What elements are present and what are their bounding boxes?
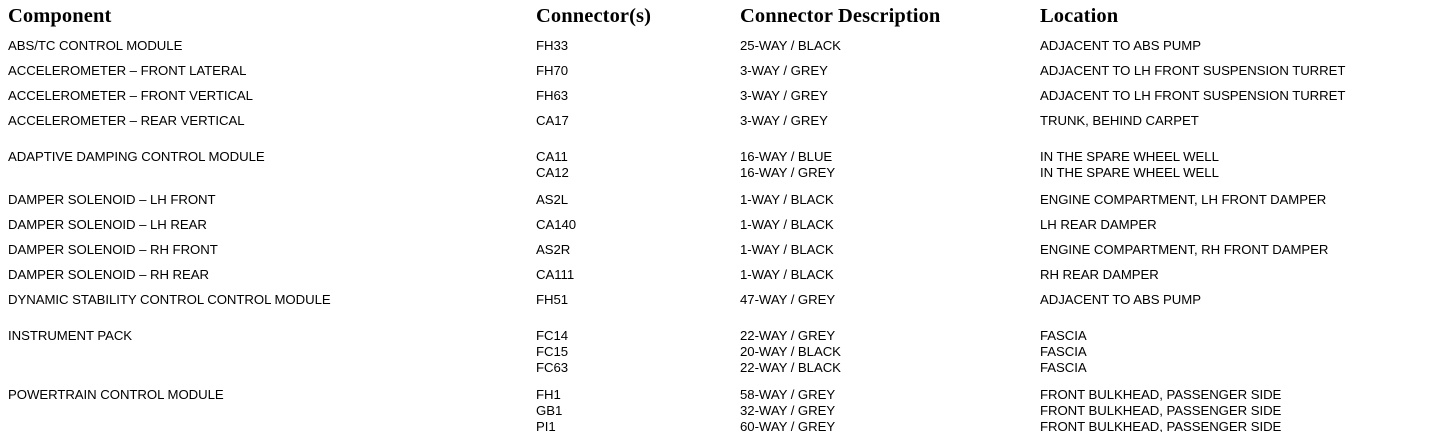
cell-connector: FC14 (536, 328, 569, 343)
cell-description: 16-WAY / GREY (740, 165, 836, 180)
table-row: ACCELEROMETER – FRONT VERTICAL FH63 3-WAY … (0, 88, 1440, 113)
cell-description: 22-WAY / GREY (740, 328, 836, 343)
cell-connector: CA11 (536, 149, 568, 164)
cell-location: ENGINE COMPARTMENT, LH FRONT DAMPER (1040, 192, 1327, 207)
cell-description: 32-WAY / GREY (740, 403, 836, 418)
cell-connector: CA140 (536, 217, 577, 232)
cell-location: ADJACENT TO LH FRONT SUSPENSION TURRET (1040, 88, 1346, 103)
table-row-line: GB1 32-WAY / GREY FRONT BULKHEAD, PASSENGE… (0, 403, 1440, 419)
cell-connector: PI1 (536, 419, 556, 432)
table-row-line: ABS/TC CONTROL MODULE FH33 25-WAY / BLACK A… (0, 38, 1440, 63)
column-header-location: Location (1040, 5, 1119, 27)
table-row-line: DAMPER SOLENOID – RH REAR CA111 1-WAY / BL… (0, 267, 1440, 292)
cell-connector: FH70 (536, 63, 569, 78)
cell-component: ADAPTIVE DAMPING CONTROL MODULE (8, 149, 265, 164)
table-row: POWERTRAIN CONTROL MODULE FH1 58-WAY / GRE… (0, 387, 1440, 432)
cell-description: 3-WAY / GREY (740, 113, 828, 128)
cell-location: FASCIA (1040, 360, 1087, 375)
table-row: DAMPER SOLENOID – RH FRONT AS2R 1-WAY / BL… (0, 242, 1440, 267)
cell-component: DAMPER SOLENOID – RH REAR (8, 267, 209, 282)
table-row: DAMPER SOLENOID – LH FRONT AS2L 1-WAY / BL… (0, 192, 1440, 217)
cell-description: 3-WAY / GREY (740, 63, 828, 78)
cell-location: ENGINE COMPARTMENT, RH FRONT DAMPER (1040, 242, 1329, 257)
cell-component: ACCELEROMETER – FRONT LATERAL (8, 63, 247, 78)
cell-location: ADJACENT TO ABS PUMP (1040, 292, 1201, 307)
table-row: DYNAMIC STABILITY CONTROL CONTROL MODULE… (0, 292, 1440, 317)
cell-connector: FC15 (536, 344, 569, 359)
cell-connector: FH1 (536, 387, 561, 402)
cell-location: RH REAR DAMPER (1040, 267, 1159, 282)
table-row: DAMPER SOLENOID – RH REAR CA111 1-WAY / BL… (0, 267, 1440, 292)
cell-location: ADJACENT TO ABS PUMP (1040, 38, 1201, 53)
table-row-line: INSTRUMENT PACK FC14 22-WAY / GREY FASCIA (0, 328, 1440, 344)
column-header-connector: Connector(s) (536, 5, 652, 27)
table-row-line: ACCELEROMETER – FRONT LATERAL FH70 3-WAY /… (0, 63, 1440, 88)
column-header-component: Component (8, 5, 112, 27)
cell-component: DAMPER SOLENOID – LH REAR (8, 217, 207, 232)
cell-description: 1-WAY / BLACK (740, 192, 834, 207)
cell-description: 1-WAY / BLACK (740, 217, 834, 232)
cell-description: 3-WAY / GREY (740, 88, 828, 103)
cell-description: 22-WAY / BLACK (740, 360, 841, 375)
table-row: ACCELEROMETER – REAR VERTICAL CA17 3-WAY /… (0, 113, 1440, 138)
cell-location: LH REAR DAMPER (1040, 217, 1157, 232)
cell-connector: FH51 (536, 292, 569, 307)
table-row: ACCELEROMETER – FRONT LATERAL FH70 3-WAY /… (0, 63, 1440, 88)
cell-location: TRUNK, BEHIND CARPET (1040, 113, 1199, 128)
table-row-line: DAMPER SOLENOID – RH FRONT AS2R 1-WAY / BL… (0, 242, 1440, 267)
table-row-line: DAMPER SOLENOID – LH FRONT AS2L 1-WAY / BL… (0, 192, 1440, 217)
cell-description: 1-WAY / BLACK (740, 242, 834, 257)
table-row-line: DYNAMIC STABILITY CONTROL CONTROL MODULE… (0, 292, 1440, 317)
cell-connector: GB1 (536, 403, 563, 418)
cell-connector: CA12 (536, 165, 569, 180)
cell-location: FRONT BULKHEAD, PASSENGER SIDE (1040, 419, 1282, 432)
cell-connector: FH33 (536, 38, 569, 53)
cell-location: FRONT BULKHEAD, PASSENGER SIDE (1040, 387, 1282, 402)
cell-component: INSTRUMENT PACK (8, 328, 133, 343)
cell-description: 60-WAY / GREY (740, 419, 836, 432)
cell-location: FRONT BULKHEAD, PASSENGER SIDE (1040, 403, 1282, 418)
cell-description: 25-WAY / BLACK (740, 38, 841, 53)
cell-component: DAMPER SOLENOID – LH FRONT (8, 192, 216, 207)
cell-component: DYNAMIC STABILITY CONTROL CONTROL MODULE (8, 292, 331, 307)
cell-location: IN THE SPARE WHEEL WELL (1040, 149, 1219, 164)
cell-connector: AS2R (536, 242, 571, 257)
table-row-line: DAMPER SOLENOID – LH REAR CA140 1-WAY / BL… (0, 217, 1440, 242)
table-row-line: ADAPTIVE DAMPING CONTROL MODULE CA11 16-WA… (0, 149, 1440, 165)
column-header-description: Connector Description (740, 5, 941, 27)
cell-description: 16-WAY / BLUE (740, 149, 833, 164)
cell-description: 47-WAY / GREY (740, 292, 836, 307)
table-row-line: ACCELEROMETER – REAR VERTICAL CA17 3-WAY /… (0, 113, 1440, 138)
table-row-line: ACCELEROMETER – FRONT VERTICAL FH63 3-WAY … (0, 88, 1440, 113)
table-row-line: POWERTRAIN CONTROL MODULE FH1 58-WAY / GRE… (0, 387, 1440, 403)
cell-connector: AS2L (536, 192, 569, 207)
cell-description: 58-WAY / GREY (740, 387, 836, 402)
cell-component: ACCELEROMETER – REAR VERTICAL (8, 113, 245, 128)
table-row-line: PI1 60-WAY / GREY FRONT BULKHEAD, PASSENGE… (0, 419, 1440, 432)
cell-location: FASCIA (1040, 328, 1087, 343)
cell-location: IN THE SPARE WHEEL WELL (1040, 165, 1219, 180)
table-row-line: CA12 16-WAY / GREY IN THE SPARE WHEEL WELL (0, 165, 1440, 181)
cell-connector: CA111 (536, 267, 575, 282)
cell-description: 1-WAY / BLACK (740, 267, 834, 282)
table-row: ADAPTIVE DAMPING CONTROL MODULE CA11 16-WA… (0, 149, 1440, 181)
table-header-row: Component Connector(s) Connector Descrip… (0, 4, 1440, 38)
cell-connector: FH63 (536, 88, 569, 103)
cell-connector: FC63 (536, 360, 569, 375)
cell-location: FASCIA (1040, 344, 1087, 359)
table-row: DAMPER SOLENOID – LH REAR CA140 1-WAY / BL… (0, 217, 1440, 242)
cell-connector: CA17 (536, 113, 569, 128)
cell-component: POWERTRAIN CONTROL MODULE (8, 387, 224, 402)
table-row-line: FC63 22-WAY / BLACK FASCIA (0, 360, 1440, 376)
cell-component: DAMPER SOLENOID – RH FRONT (8, 242, 218, 257)
table-row-line: FC15 20-WAY / BLACK FASCIA (0, 344, 1440, 360)
table-row: ABS/TC CONTROL MODULE FH33 25-WAY / BLACK A… (0, 38, 1440, 63)
cell-component: ABS/TC CONTROL MODULE (8, 38, 183, 53)
cell-description: 20-WAY / BLACK (740, 344, 841, 359)
table-body: ABS/TC CONTROL MODULE FH33 25-WAY / BLACK A… (0, 38, 1440, 432)
cell-location: ADJACENT TO LH FRONT SUSPENSION TURRET (1040, 63, 1346, 78)
cell-component: ACCELEROMETER – FRONT VERTICAL (8, 88, 253, 103)
